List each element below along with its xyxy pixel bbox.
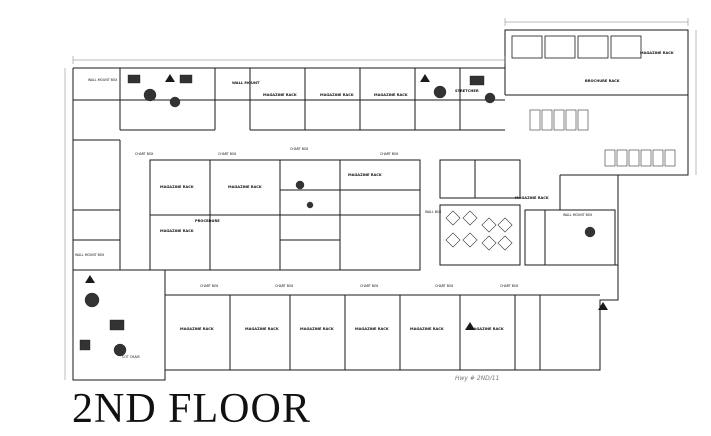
wall-box-label: WALL BOX <box>425 210 442 214</box>
magazine-rack-label-12: MAGAZINE RACK <box>355 327 389 331</box>
magazine-rack-label-1: MAGAZINE RACK <box>263 93 297 97</box>
magazine-rack-label-10: MAGAZINE RACK <box>245 327 279 331</box>
magazine-rack-label-5: MAGAZINE RACK <box>160 185 194 189</box>
chart-box-label-7: CHART BOX <box>360 284 379 288</box>
magazine-rack-label-9: MAGAZINE RACK <box>180 327 214 331</box>
magazine-rack-label-8: MAGAZINE RACK <box>348 173 382 177</box>
chart-box-label-4: CHART BOX <box>380 152 399 156</box>
procedure-label: PROCEDURE <box>195 219 220 223</box>
stretcher-label: STRETCHER <box>455 89 479 93</box>
magazine-rack-label-3: MAGAZINE RACK <box>374 93 408 97</box>
magazine-rack-label-11: MAGAZINE RACK <box>300 327 334 331</box>
wall-mount-label: WALL MOUNT <box>232 81 260 85</box>
magazine-rack-label-14: MAGAZINE RACK <box>470 327 504 331</box>
chart-box-label-6: CHART BOX <box>275 284 294 288</box>
wall-mount-box-label-2: WALL MOUNT BOX <box>75 253 105 257</box>
chart-box-label-1: CHART BOX <box>135 152 154 156</box>
magazine-rack-label-2: MAGAZINE RACK <box>320 93 354 97</box>
chart-box-label-3: CHART BOX <box>290 147 309 151</box>
chart-box-label-8: CHART BOX <box>435 284 454 288</box>
chart-box-label-2: CHART BOX <box>218 152 237 156</box>
wall-mount-box-label-3: WALL MOUNT BOX <box>563 213 593 217</box>
handwritten-note: Hwy # 2ND/11 <box>455 375 499 382</box>
chart-box-label-9: CHART BOX <box>500 284 519 288</box>
magazine-rack-label-4: MAGAZINE RACK <box>515 196 549 200</box>
brochure-rack-label: BROCHURE RACK <box>585 79 620 83</box>
magazine-rack-label-13: MAGAZINE RACK <box>410 327 444 331</box>
magazine-rack-label-6: MAGAZINE RACK <box>160 229 194 233</box>
cot-chair-label: COT CHAIR <box>122 355 140 359</box>
magazine-rack-label-7: MAGAZINE RACK <box>228 185 262 189</box>
magazine-rack-label-top: MAGAZINE RACK <box>640 51 674 55</box>
page-title: 2ND FLOOR <box>72 386 311 432</box>
wall-mount-box-label: WALL MOUNT BOX <box>88 78 118 82</box>
chart-box-label-5: CHART BOX <box>200 284 219 288</box>
building-outline <box>72 29 689 381</box>
